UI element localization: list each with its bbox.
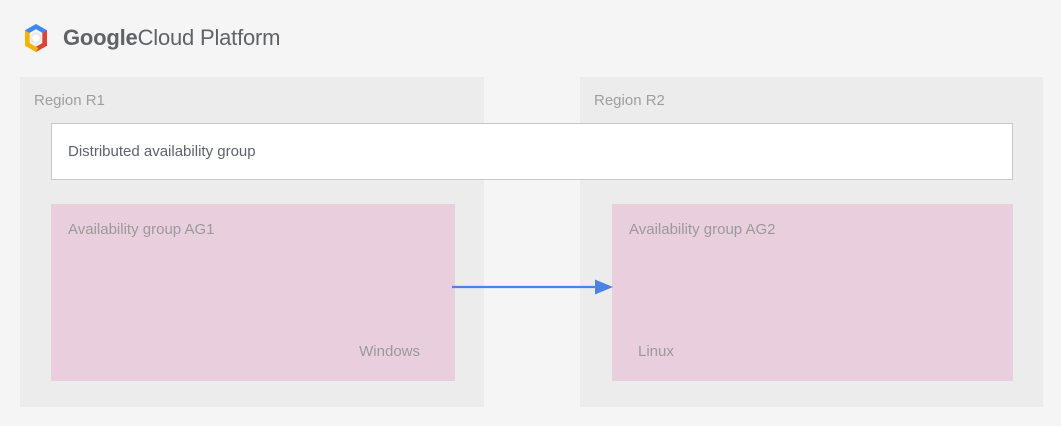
availability-group-os-label-ag2: Linux (638, 343, 674, 360)
availability-group-title-ag2: Availability group AG2 (629, 221, 776, 238)
distributed-availability-group-box: Distributed availability group (51, 123, 1013, 180)
distributed-availability-group-label: Distributed availability group (68, 143, 256, 160)
brand-header: GoogleCloud Platform (20, 16, 280, 60)
google-cloud-platform-logo-icon (25, 24, 47, 52)
availability-group-box-ag2: Availability group AG2 Linux (612, 204, 1013, 381)
availability-group-title-ag1: Availability group AG1 (68, 221, 215, 238)
brand-name-cloud-platform: Cloud Platform (137, 25, 281, 50)
availability-group-os-label-ag1: Windows (359, 343, 420, 360)
brand-wordmark: GoogleCloud Platform (63, 27, 280, 49)
availability-group-box-ag1: Availability group AG1 Windows (51, 204, 455, 381)
replication-arrow-icon (452, 279, 613, 295)
region-label-r1: Region R1 (34, 92, 105, 109)
region-label-r2: Region R2 (594, 92, 665, 109)
brand-name-google: Google (63, 25, 138, 50)
